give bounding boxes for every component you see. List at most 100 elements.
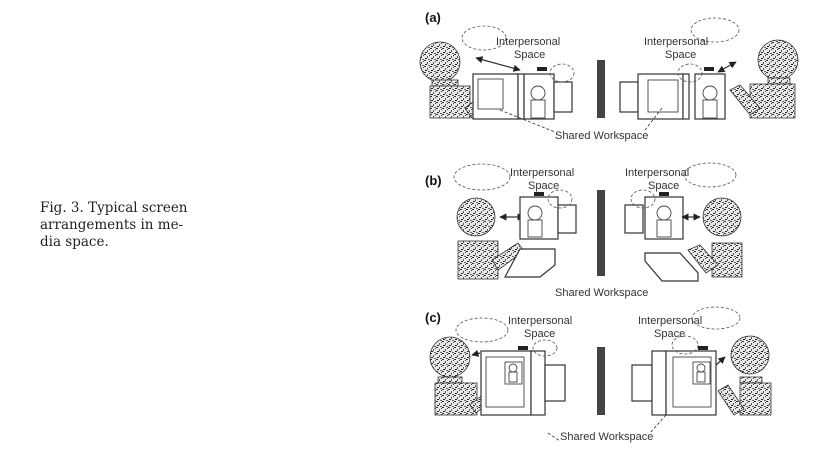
panel-b-label: (b)	[425, 173, 442, 188]
left-camera-icon	[537, 67, 547, 71]
left-person-head	[419, 41, 461, 83]
right-workspace-screen	[637, 73, 684, 120]
left-gaze-arrow	[471, 349, 481, 357]
right-person-head	[757, 39, 799, 81]
right-space-label: Space	[648, 180, 679, 192]
panel-b: (b) Interpersonal Space Interpersonal Sp…	[400, 155, 818, 305]
right-thought-bubble	[683, 162, 737, 188]
left-thought-bubble	[461, 25, 507, 51]
left-person-head	[456, 197, 496, 237]
right-workspace-side	[682, 73, 690, 120]
left-camera-icon	[534, 192, 544, 196]
left-monitor-back	[553, 81, 573, 113]
panel-a-label: (a)	[425, 10, 441, 25]
panel-c: (c) Interpersonal Space Interpersonal Sp…	[400, 305, 818, 468]
right-video-monitor	[694, 73, 726, 120]
right-monitor-back	[624, 204, 644, 234]
left-small-bubble	[532, 339, 558, 357]
left-large-screen-inner	[485, 356, 525, 408]
right-space-label: Space	[665, 49, 696, 61]
left-flat-workspace	[503, 248, 556, 278]
left-person-neck	[431, 79, 459, 87]
panel-c-label: (c)	[425, 310, 441, 325]
left-video-window	[504, 361, 523, 385]
right-person-arm	[729, 84, 761, 116]
left-thought-bubble	[453, 163, 511, 191]
right-interpersonal-label: Interpersonal	[644, 36, 708, 48]
left-remote-face-body	[527, 219, 543, 238]
right-small-bubble	[671, 335, 699, 355]
left-screen-side	[530, 350, 546, 416]
right-video-monitor	[644, 196, 684, 240]
right-remote-face-body	[696, 371, 706, 383]
left-person-neck	[437, 376, 463, 384]
left-large-screen	[480, 350, 532, 416]
right-gaze-arrow	[715, 356, 726, 366]
left-video-monitor	[523, 73, 555, 120]
left-thought-bubble	[455, 317, 509, 343]
left-workspace-leader	[547, 432, 561, 442]
right-person-head	[730, 335, 770, 375]
caption-line-2: dia space.	[40, 234, 109, 250]
right-workspace-inner	[647, 79, 679, 113]
right-small-bubble	[630, 189, 656, 209]
left-video-monitor	[519, 196, 559, 240]
right-monitor-back	[619, 81, 639, 113]
right-thought-bubble	[690, 17, 740, 43]
right-person-head	[702, 197, 742, 237]
shared-workspace-label: Shared Workspace	[560, 431, 653, 443]
left-person-body	[429, 85, 471, 119]
right-screen-side	[651, 350, 667, 416]
right-workspace-leader	[649, 414, 667, 434]
right-thought-bubble	[691, 306, 741, 330]
right-large-screen-inner	[672, 356, 712, 408]
right-person-arm	[717, 384, 745, 416]
left-interpersonal-label: Interpersonal	[496, 36, 560, 48]
left-small-bubble	[549, 63, 575, 83]
right-small-bubble	[677, 63, 703, 83]
right-remote-face-body	[656, 219, 672, 238]
right-remote-face-body	[702, 99, 718, 119]
right-monitor-back	[631, 364, 653, 402]
left-gaze-arrow	[475, 56, 521, 72]
shared-workspace-label: Shared Workspace	[555, 130, 648, 142]
left-remote-face-body	[530, 99, 546, 119]
right-person-neck	[739, 376, 763, 384]
right-gaze-arrow	[717, 61, 737, 73]
left-space-label: Space	[514, 49, 545, 61]
right-person-neck	[767, 77, 791, 85]
left-space-label: Space	[528, 180, 559, 192]
right-space-label: Space	[654, 328, 685, 340]
right-person-arm	[687, 244, 719, 274]
left-workspace-screen	[472, 73, 519, 120]
left-interpersonal-label: Interpersonal	[510, 167, 574, 179]
left-person-body	[434, 382, 478, 416]
right-video-window	[692, 361, 711, 385]
right-interpersonal-label: Interpersonal	[625, 167, 689, 179]
right-flat-workspace	[644, 252, 699, 282]
divider-wall	[597, 347, 605, 415]
right-interpersonal-label: Interpersonal	[638, 315, 702, 327]
shared-workspace-label: Shared Workspace	[555, 287, 648, 299]
left-monitor-back	[544, 364, 566, 402]
divider-wall	[597, 190, 605, 276]
left-person-head	[429, 336, 471, 378]
left-camera-icon	[518, 346, 528, 350]
right-person-body	[739, 382, 772, 416]
left-workspace-inner	[477, 78, 504, 110]
caption-line-1: Fig. 3. Typical screen arrangements in m…	[40, 200, 188, 233]
left-small-bubble	[547, 189, 573, 209]
left-monitor-back	[557, 204, 577, 234]
right-large-screen	[665, 350, 717, 416]
right-camera-icon	[659, 192, 669, 196]
divider-wall	[597, 60, 605, 118]
panel-a: (a) Interpersonal Space Interpersonal	[400, 0, 818, 155]
figure-caption: Fig. 3. Typical screen arrangements in m…	[40, 200, 280, 251]
right-camera-icon	[698, 346, 708, 350]
right-person-body	[711, 242, 743, 278]
left-remote-face-body	[508, 371, 518, 383]
right-camera-icon	[704, 67, 714, 71]
left-space-label: Space	[524, 328, 555, 340]
left-workspace-side	[517, 73, 525, 120]
right-person-body	[749, 83, 796, 119]
